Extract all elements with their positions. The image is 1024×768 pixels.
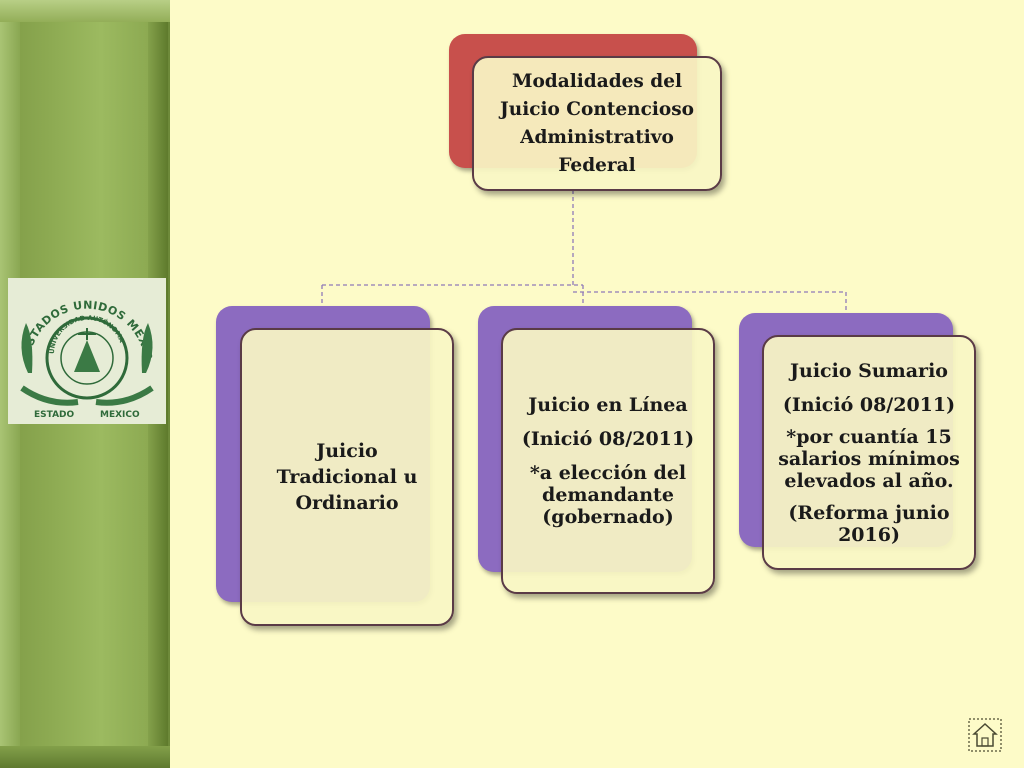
root-node: Modalidades del Juicio Contencioso Admin… <box>472 56 722 191</box>
child-1-line-1: Juicio <box>316 440 378 462</box>
child-1-line-3: Ordinario <box>295 492 399 514</box>
child-node-3: Juicio Sumario (Inició 08/2011) *por cua… <box>762 335 976 570</box>
root-line-1: Modalidades del <box>511 70 682 92</box>
child-3-line-4: (Reforma junio 2016) <box>788 501 950 546</box>
root-line-3: Administrativo <box>520 126 674 148</box>
child-node-1: Juicio Tradicional u Ordinario <box>240 328 454 626</box>
child-2-line-1: Juicio en Línea <box>528 394 688 416</box>
root-line-2: Juicio Contencioso <box>500 98 694 120</box>
sidebar-bevel-bottom <box>0 746 170 768</box>
child-node-2: Juicio en Línea (Inició 08/2011) *a elec… <box>501 328 715 594</box>
root-line-4: Federal <box>558 154 636 176</box>
seal-logo: ESTADOS UNIDOS MEXICANOS UNIVERSIDAD AUT… <box>8 278 166 424</box>
child-3-line-1: Juicio Sumario <box>790 359 948 382</box>
child-2-line-3: *a elección del demandante (gobernado) <box>529 462 687 528</box>
sidebar-bevel-top <box>0 0 170 22</box>
child-3-line-2: (Inició 08/2011) <box>782 393 956 416</box>
child-2-line-2: (Inició 08/2011) <box>521 428 695 450</box>
seal-bottom-left-text: ESTADO <box>34 410 75 420</box>
child-3-line-3: *por cuantía 15 salarios mínimos elevado… <box>778 425 960 492</box>
child-1-line-2: Tradicional u <box>276 466 418 488</box>
home-icon[interactable] <box>968 718 1002 752</box>
seal-bottom-right-text: MEXICO <box>100 410 140 420</box>
